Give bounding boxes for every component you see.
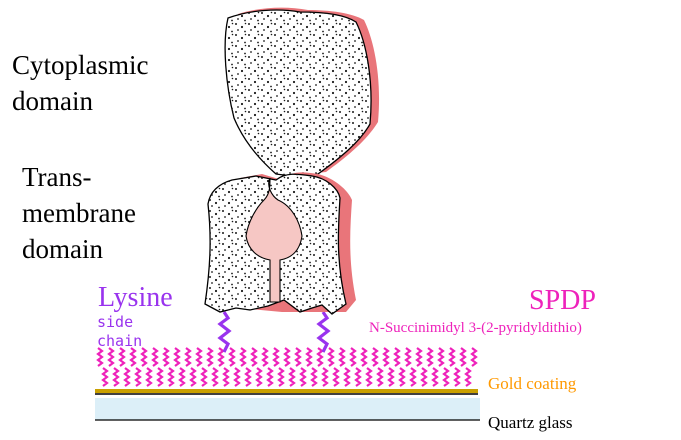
- spdp-zigzag: [439, 348, 443, 366]
- quartz-glass-label: Quartz glass: [488, 413, 573, 433]
- spdp-zigzag: [362, 348, 366, 366]
- spdp-zigzag: [312, 368, 316, 386]
- spdp-zigzag: [224, 368, 228, 386]
- spdp-zigzag: [180, 368, 184, 386]
- gold-coating-label: Gold coating: [488, 374, 576, 394]
- spdp-zigzag: [136, 368, 140, 386]
- spdp-zigzag: [147, 368, 151, 386]
- spdp-zigzag: [345, 368, 349, 386]
- lysine-side-chain-right: [319, 312, 328, 352]
- spdp-zigzag: [202, 368, 206, 386]
- spdp-zigzag: [367, 368, 371, 386]
- spdp-zigzag: [230, 348, 234, 366]
- spdp-zigzag: [433, 368, 437, 386]
- spdp-zigzag: [142, 348, 146, 366]
- spdp-zigzag: [169, 368, 173, 386]
- transmembrane-label-line3: domain: [22, 234, 103, 265]
- spdp-zigzag: [263, 348, 267, 366]
- spdp-zigzag: [274, 348, 278, 366]
- spdp-zigzag: [461, 348, 465, 366]
- spdp-zigzag: [455, 368, 459, 386]
- spdp-zigzag: [285, 348, 289, 366]
- spdp-zigzag: [340, 348, 344, 366]
- spdp-zigzag: [444, 368, 448, 386]
- spdp-zigzag: [120, 348, 124, 366]
- spdp-zigzag: [334, 368, 338, 386]
- spdp-zigzag: [268, 368, 272, 386]
- spdp-zigzag: [466, 368, 470, 386]
- spdp-zigzag: [213, 368, 217, 386]
- spdp-zigzag: [318, 348, 322, 366]
- spdp-zigzag: [290, 368, 294, 386]
- spdp-zigzag: [296, 348, 300, 366]
- spdp-zigzag: [400, 368, 404, 386]
- cytoplasmic-label-line2: domain: [12, 86, 93, 117]
- spdp-zigzag: [158, 368, 162, 386]
- spdp-zigzag: [98, 348, 102, 366]
- spdp-zigzag: [422, 368, 426, 386]
- spdp-zigzag: [395, 348, 399, 366]
- spdp-zigzag: [257, 368, 261, 386]
- spdp-zigzag: [114, 368, 118, 386]
- spdp-zigzag: [175, 348, 179, 366]
- spdp-full-name: N-Succinimidyl 3-(2-pyridyldithio): [369, 320, 582, 337]
- spdp-zigzag: [246, 368, 250, 386]
- spdp-zigzag: [219, 348, 223, 366]
- spdp-zigzag: [164, 348, 168, 366]
- side-chain-label-line1: side: [97, 314, 133, 331]
- spdp-zigzag: [235, 368, 239, 386]
- spdp-zigzag: [389, 368, 393, 386]
- spdp-zigzag: [417, 348, 421, 366]
- spdp-zigzag: [103, 368, 107, 386]
- spdp-zigzag: [191, 368, 195, 386]
- spdp-zigzag: [197, 348, 201, 366]
- side-chain-label-line2: chain: [97, 333, 142, 350]
- spdp-zigzag: [356, 368, 360, 386]
- lysine-side-chain-left: [220, 312, 229, 352]
- spdp-zigzag: [109, 348, 113, 366]
- spdp-zigzag: [406, 348, 410, 366]
- spdp-zigzag: [428, 348, 432, 366]
- spdp-zigzag: [472, 348, 476, 366]
- spdp-zigzag: [307, 348, 311, 366]
- spdp-label: SPDP: [529, 285, 596, 317]
- spdp-zigzag: [131, 348, 135, 366]
- transmembrane-label-line2: membrane: [22, 198, 136, 229]
- spdp-zigzag: [241, 348, 245, 366]
- spdp-zigzag: [411, 368, 415, 386]
- spdp-zigzag: [125, 368, 129, 386]
- spdp-zigzag: [301, 368, 305, 386]
- spdp-zigzag: [329, 348, 333, 366]
- spdp-zigzag: [186, 348, 190, 366]
- spdp-zigzag: [252, 348, 256, 366]
- spdp-zigzag: [450, 348, 454, 366]
- quartz-glass-layer: [95, 398, 480, 420]
- spdp-zigzag: [373, 348, 377, 366]
- spdp-zigzag: [208, 348, 212, 366]
- spdp-zigzag: [323, 368, 327, 386]
- spdp-zigzag: [378, 368, 382, 386]
- spdp-zigzag: [153, 348, 157, 366]
- spdp-zigzag: [279, 368, 283, 386]
- spdp-linker-layer: [98, 348, 476, 386]
- cytoplasmic-label-line1: Cytoplasmic: [12, 50, 149, 81]
- spdp-zigzag: [351, 348, 355, 366]
- spdp-zigzag: [384, 348, 388, 366]
- lysine-label: Lysine: [98, 282, 173, 314]
- transmembrane-label-line1: Trans-: [22, 162, 92, 193]
